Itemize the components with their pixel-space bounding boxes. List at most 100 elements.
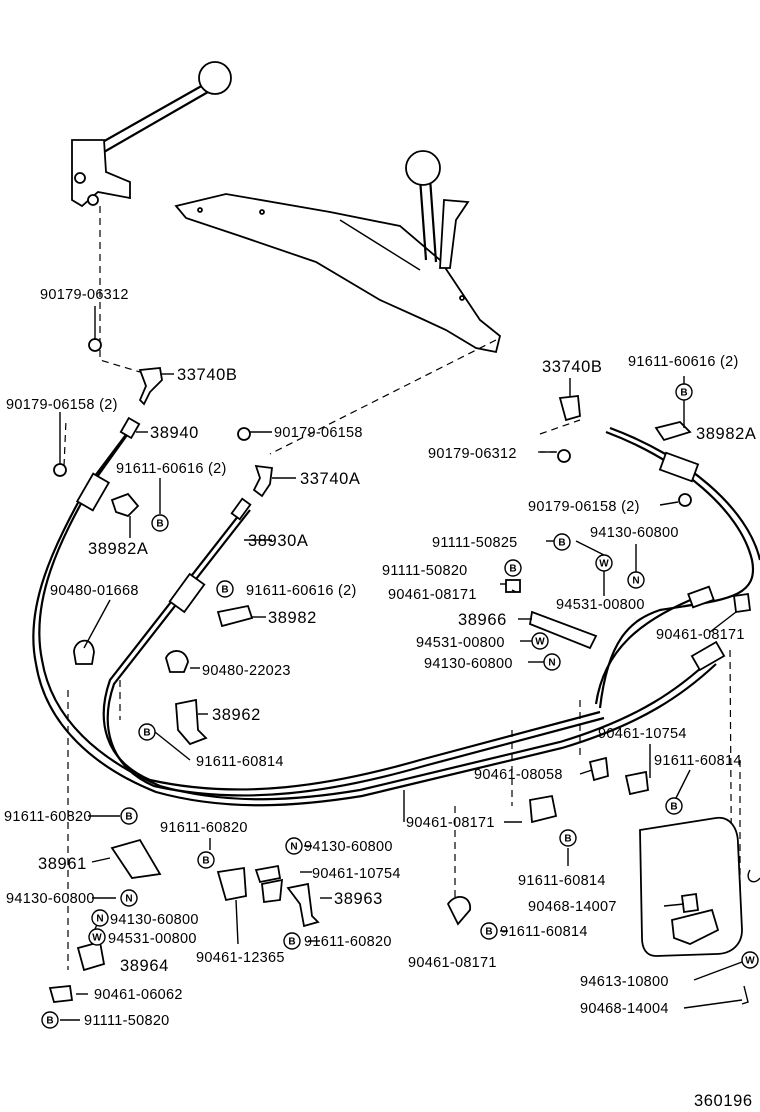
part-label: 90461-10754 (598, 726, 687, 742)
cable-end-icon (119, 416, 141, 440)
shift-lever-right-illustration (174, 150, 502, 354)
clip-icon (732, 592, 752, 614)
joint-33740A-icon (252, 464, 274, 498)
part-label: 91611-60820 (304, 934, 392, 950)
part-label: 33740B (177, 366, 238, 384)
nut-symbol (543, 653, 561, 671)
bolt-symbol (480, 922, 498, 940)
cables (32, 426, 760, 807)
clip-icon (680, 892, 700, 914)
joint-33740B-icon (138, 367, 163, 406)
bolt-symbol (120, 807, 138, 825)
bracket-38963-icon (286, 882, 320, 928)
cover-panel-icon (639, 816, 743, 957)
part-label: 91111-50820 (382, 563, 468, 579)
part-label: 90179-06158 (274, 425, 363, 441)
clip-icon (505, 579, 521, 593)
grommet-icon (73, 639, 95, 665)
washer-symbol (741, 951, 759, 969)
joint-33740B-icon (558, 395, 581, 422)
part-label: 38966 (458, 611, 507, 629)
shift-lever-left-illustration (71, 61, 232, 208)
part-label: 94531-00800 (556, 597, 645, 613)
bracket-38961-icon (110, 838, 162, 879)
part-label: 90461-08171 (656, 627, 745, 643)
part-label: 91611-60616 (2) (628, 354, 739, 370)
part-label: 91611-60814 (196, 754, 284, 770)
part-label: 91611-60814 (518, 873, 606, 889)
cable-end-icon (230, 497, 252, 521)
part-label: 94130-60800 (6, 891, 95, 907)
part-label: 94531-00800 (108, 931, 197, 947)
part-label: 91611-60820 (4, 809, 92, 825)
bracket-38962-icon (175, 698, 208, 746)
part-label: 38964 (120, 957, 169, 975)
part-label: 90179-06158 (2) (528, 499, 640, 515)
retainer-icon (671, 908, 720, 945)
nut-icon (53, 463, 67, 477)
part-label: 90461-12365 (196, 950, 285, 966)
part-label: 90480-01668 (50, 583, 139, 599)
part-label: 90480-22023 (202, 663, 291, 679)
nut-icon (237, 427, 251, 441)
bolt-symbol (665, 797, 683, 815)
part-label: 90461-08171 (406, 815, 495, 831)
part-label: 94130-60800 (424, 656, 513, 672)
part-label: 91111-50820 (84, 1013, 170, 1029)
part-label: 90461-08058 (474, 767, 563, 783)
clip-icon (48, 985, 74, 1003)
clip-icon (216, 866, 247, 902)
bolt-symbol (216, 580, 234, 598)
part-label: 90461-08171 (408, 955, 497, 971)
bolt-symbol (138, 723, 156, 741)
nut-symbol (91, 909, 109, 927)
part-label: 90461-06062 (94, 987, 183, 1003)
bolt-symbol (504, 559, 522, 577)
bracket-38966-icon (528, 610, 598, 650)
diagram-id: 360196 (694, 1092, 753, 1110)
part-label: 33740A (300, 470, 361, 488)
part-label: 94613-10800 (580, 974, 669, 990)
clip-icon (529, 794, 558, 824)
clip-icon (261, 878, 284, 904)
part-label: 33740B (542, 358, 603, 376)
part-label: 90179-06312 (40, 287, 129, 303)
part-label: 38930A (248, 532, 309, 550)
bolt-symbol (151, 514, 169, 532)
nut-icon (557, 449, 571, 463)
nut-icon (88, 338, 102, 352)
bolt-symbol (559, 829, 577, 847)
part-label: 90179-06312 (428, 446, 517, 462)
part-label: 94130-60800 (110, 912, 199, 928)
grommet-icon (165, 650, 189, 673)
clip-icon (588, 756, 609, 782)
part-label: 38963 (334, 890, 383, 908)
label-leaders (59, 306, 743, 1021)
part-label: 94130-60800 (590, 525, 679, 541)
part-label: 38961 (38, 855, 87, 873)
part-label: 38962 (212, 706, 261, 724)
bracket-38964-icon (76, 940, 106, 972)
part-labels: 90179-06312 33740B 90179-06158 (2) 38940… (4, 287, 756, 1029)
part-label: 90468-14007 (528, 899, 617, 915)
bolt-symbol (283, 932, 301, 950)
part-label: 94130-60800 (304, 839, 393, 855)
clamp-38982A-icon (654, 421, 692, 442)
nut-symbol (120, 889, 138, 907)
part-label: 94531-00800 (416, 635, 505, 651)
part-label: 38982 (268, 609, 317, 627)
part-label: 91611-60814 (654, 753, 742, 769)
part-label: 38940 (150, 424, 199, 442)
part-label: 91611-60814 (500, 924, 588, 940)
nut-icon (678, 493, 692, 507)
bolt-symbol (41, 1011, 59, 1029)
clamp-38982A-icon (110, 492, 140, 518)
part-label: 90461-10754 (312, 866, 401, 882)
washer-symbol (88, 928, 106, 946)
clip-icon (624, 770, 649, 796)
clip-icon (446, 896, 471, 926)
part-label: 91611-60616 (2) (116, 461, 227, 477)
part-label: 91111-50825 (432, 535, 518, 551)
part-label: 90468-14004 (580, 1001, 669, 1017)
bolt-symbol (197, 851, 215, 869)
